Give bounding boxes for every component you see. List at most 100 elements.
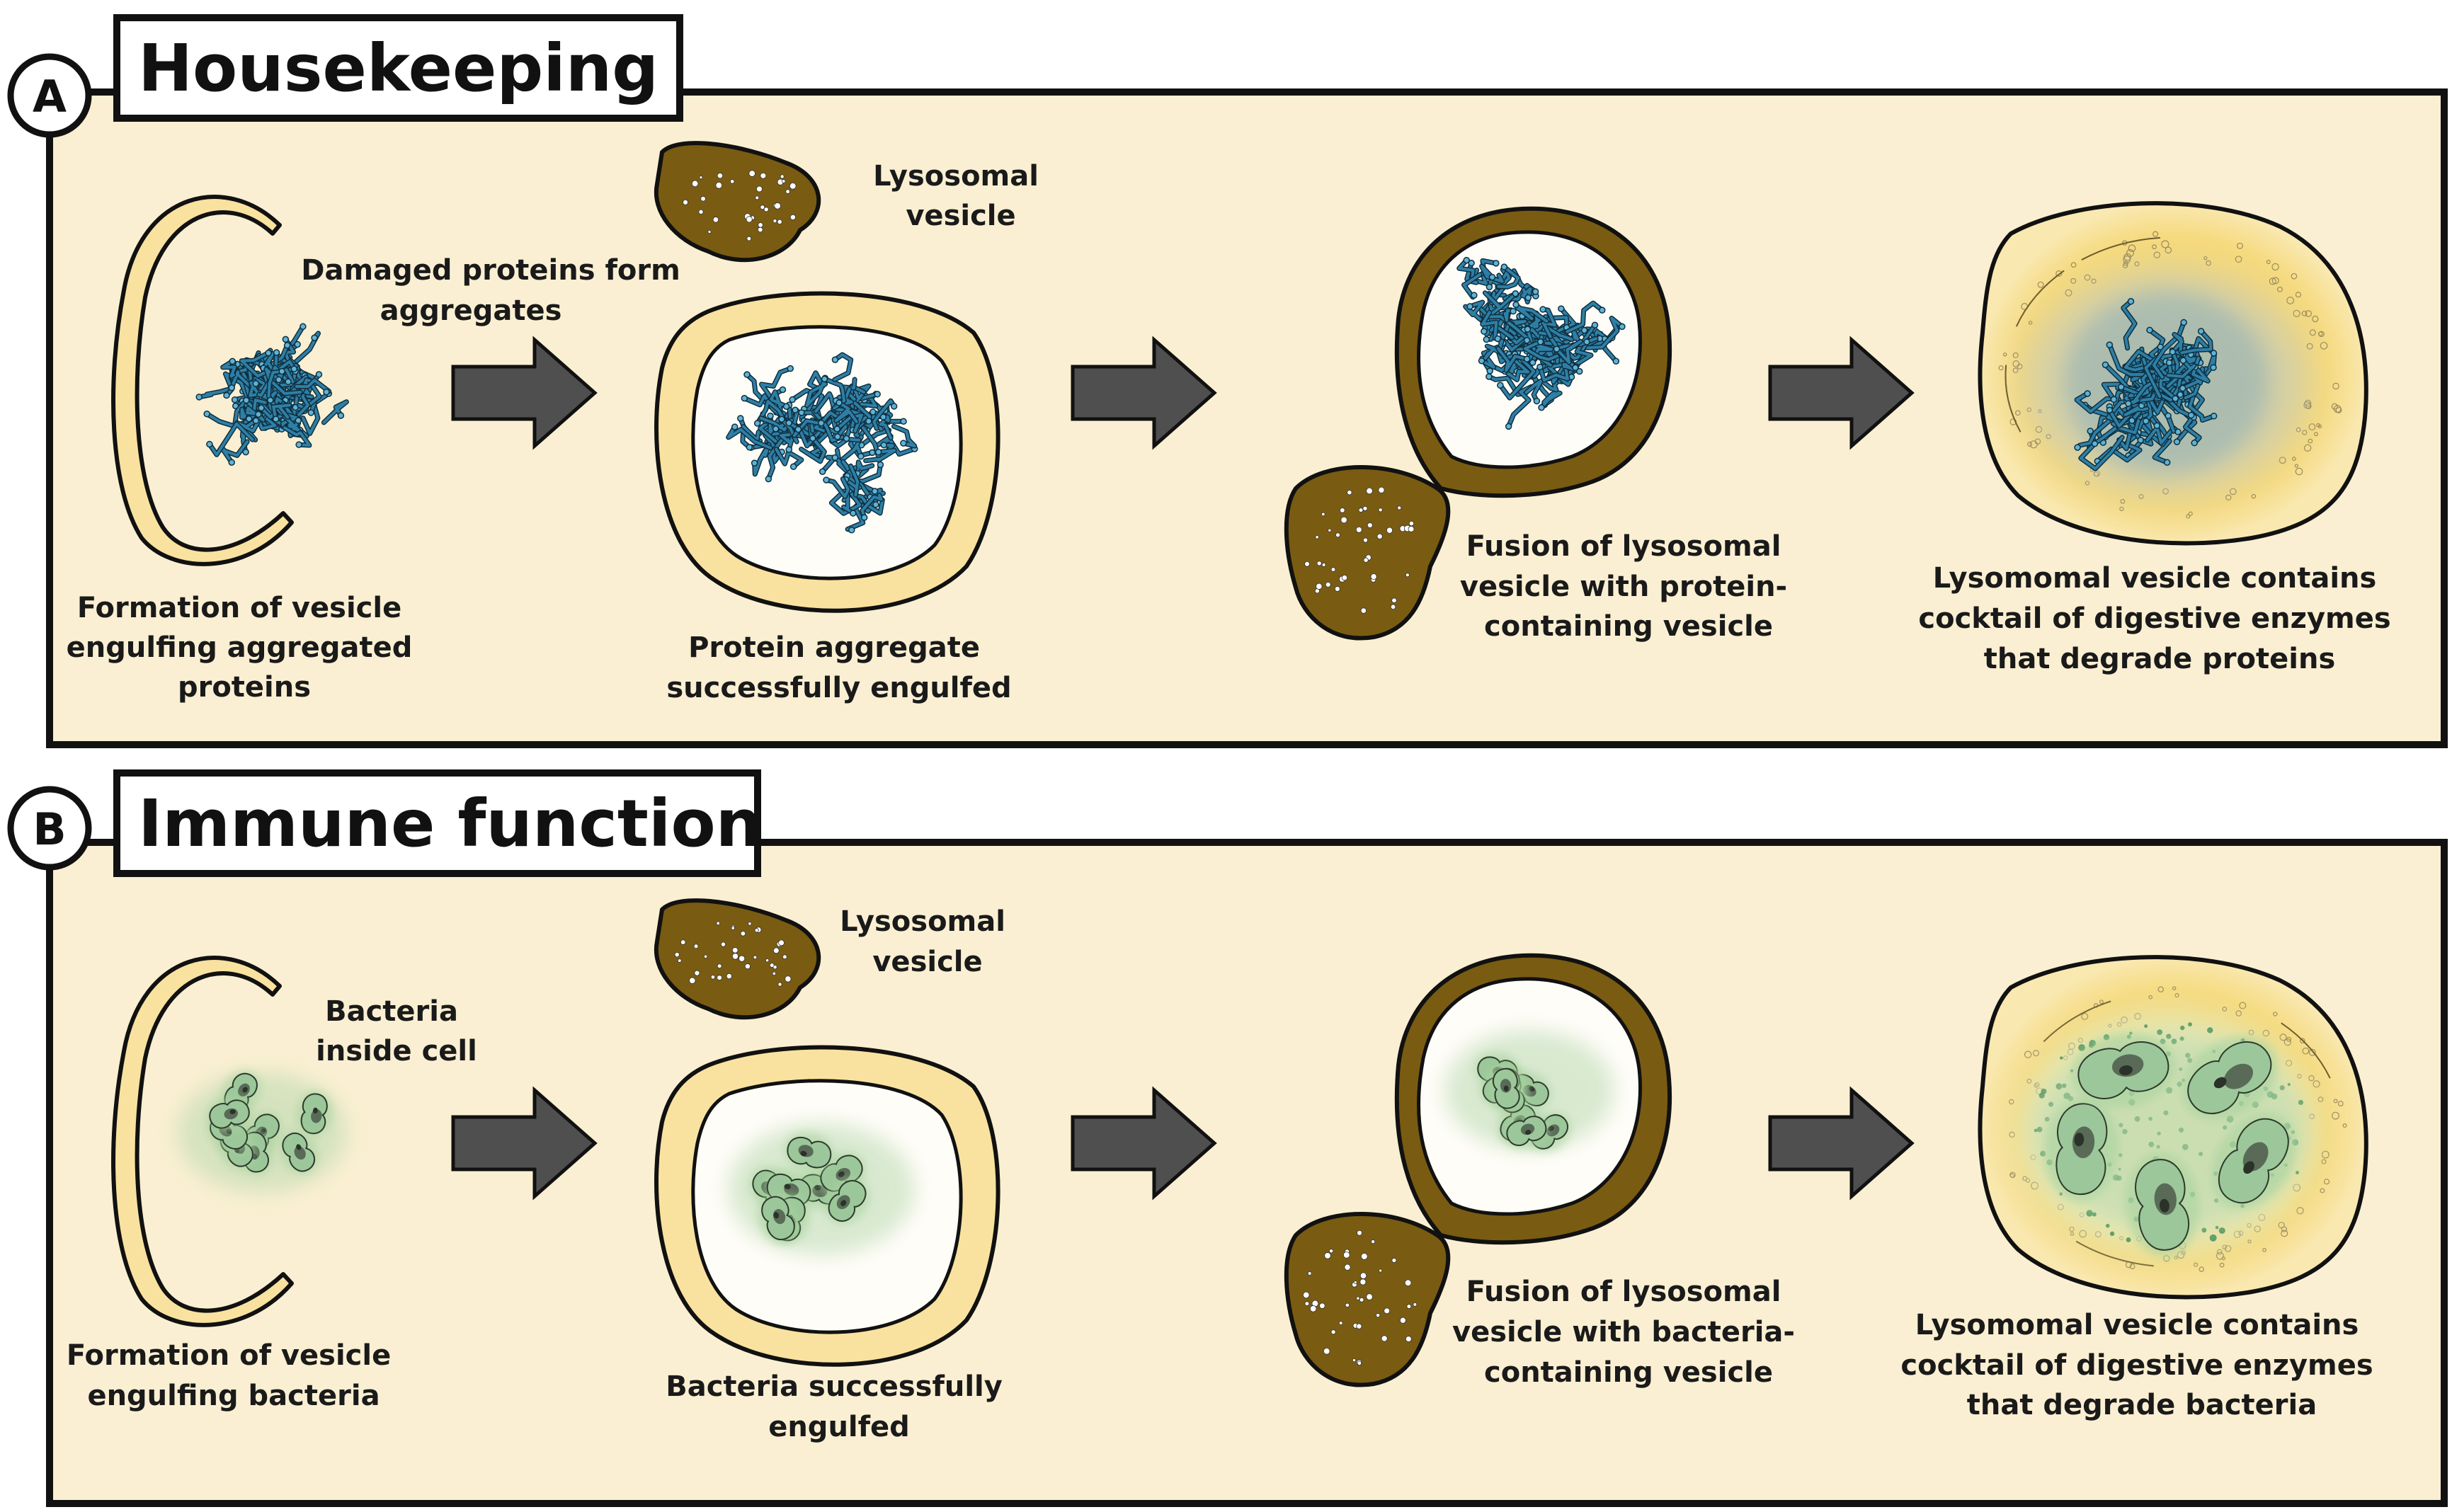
enzyme-dot xyxy=(1347,490,1352,496)
enzyme-dot xyxy=(680,939,686,945)
ring-dot xyxy=(2317,424,2322,429)
enzyme-dot xyxy=(1399,1317,1406,1324)
enzyme-dot xyxy=(1384,1307,1391,1315)
ring-dot xyxy=(2085,481,2090,486)
ring-dot xyxy=(2335,407,2342,413)
label-lysosome: Lysosomal vesicle xyxy=(873,160,1049,232)
enzyme-dot xyxy=(1325,581,1331,588)
enzyme-dot xyxy=(1353,1281,1357,1284)
ring-dot xyxy=(2281,1230,2288,1237)
protein-aggregate xyxy=(804,352,881,440)
ring-dot xyxy=(2271,263,2279,271)
ring-dot xyxy=(2009,1173,2014,1178)
ring-dot xyxy=(2070,262,2077,268)
ring-dot xyxy=(2332,1111,2339,1120)
panel-b-title: Immune function xyxy=(138,786,762,861)
ring-dot xyxy=(2313,1080,2320,1088)
enzyme-dot xyxy=(710,975,716,980)
step-arrow xyxy=(451,336,598,450)
ring-dot xyxy=(2306,343,2313,350)
enzyme-dot xyxy=(755,185,763,193)
ring-dot xyxy=(2277,286,2283,292)
bacterium xyxy=(2211,1113,2296,1209)
enzyme-dot xyxy=(1359,1278,1367,1285)
enzyme-dot xyxy=(772,971,777,976)
ring-dot xyxy=(2199,1266,2205,1272)
ring-dot xyxy=(2273,1012,2278,1016)
enzyme-dot xyxy=(2180,1025,2185,1031)
enzyme-dot xyxy=(2086,1210,2093,1217)
enzyme-dot xyxy=(2038,1092,2045,1099)
ring-dot xyxy=(2320,1188,2325,1193)
ring-dot xyxy=(2235,1010,2242,1016)
ring-dot xyxy=(2069,1226,2075,1232)
ring-dot xyxy=(2321,1150,2330,1159)
enzyme-dot xyxy=(1358,508,1364,512)
membrane-line xyxy=(2015,270,2065,327)
enzyme-dots xyxy=(674,921,792,987)
enzyme-dot xyxy=(717,975,723,981)
label-event: Damaged proteins form aggregates xyxy=(301,254,690,327)
ring-dot xyxy=(2122,263,2128,268)
enzyme-dot xyxy=(763,207,769,212)
enzyme-dot xyxy=(2126,1237,2131,1242)
engulfed-protein-aggregate xyxy=(726,352,918,534)
step-arrow xyxy=(1768,336,1915,450)
label-formation: Formation of vesicle engulfing bacteria xyxy=(67,1339,401,1412)
ring-dot xyxy=(2292,457,2296,461)
ring-dot xyxy=(2134,261,2140,267)
enzyme-dot xyxy=(2207,1027,2213,1033)
enzyme-dot xyxy=(780,174,785,179)
ring-dot xyxy=(2152,231,2159,237)
ring-dot xyxy=(2012,352,2019,358)
bacterium xyxy=(2125,1152,2200,1257)
ring-dot xyxy=(2308,1075,2315,1082)
enzyme-dot xyxy=(789,214,796,220)
enzyme-dot xyxy=(1335,532,1340,538)
enzyme-dot xyxy=(753,955,758,960)
ring-dot xyxy=(2126,248,2135,257)
ring-dot xyxy=(2017,363,2023,370)
enzyme-dot xyxy=(782,954,787,960)
enzyme-dot xyxy=(2218,1227,2225,1235)
ring-dot xyxy=(2119,506,2124,512)
ring-dot xyxy=(2152,244,2157,250)
panel-b-letter: B xyxy=(33,803,66,855)
enzyme-dot xyxy=(774,202,781,210)
enzyme-dot xyxy=(2060,1056,2063,1060)
enzyme-dot xyxy=(678,958,682,963)
fusion-bacteria xyxy=(1444,1030,1614,1152)
ring-dot xyxy=(2034,438,2041,445)
enzyme-dot xyxy=(789,182,797,190)
forming-vesicle-membrane xyxy=(111,195,294,566)
enzyme-dot xyxy=(683,199,689,205)
membrane-line xyxy=(2043,1000,2111,1043)
enzyme-dot xyxy=(2157,1029,2163,1036)
ring-dot xyxy=(2342,1123,2347,1128)
protein-aggregate xyxy=(203,396,312,466)
ring-dot xyxy=(2157,986,2165,992)
enzyme-dot xyxy=(772,947,780,954)
enzyme-dot xyxy=(758,222,763,228)
enzyme-dot xyxy=(755,195,760,200)
enzyme-dot xyxy=(1340,508,1345,513)
ring-dot xyxy=(2012,367,2019,374)
ring-dot xyxy=(2305,403,2312,410)
label-event: Bacteria inside cell xyxy=(316,995,477,1067)
ring-dot xyxy=(2153,251,2161,258)
enzyme-dot xyxy=(1362,537,1368,543)
enzyme-dot xyxy=(1356,1323,1362,1329)
ring-dot xyxy=(2123,260,2128,266)
enzyme-dot xyxy=(1405,573,1410,578)
enzyme-dot xyxy=(1371,1239,1376,1244)
ring-dot xyxy=(2295,292,2302,298)
lysosomal-vesicle xyxy=(654,141,821,263)
bacterium xyxy=(1488,1065,1525,1111)
enzyme-dot xyxy=(1359,1272,1367,1279)
protein-aggregate xyxy=(1512,300,1606,387)
ring-dot xyxy=(2027,442,2032,447)
engulfed-bacteria xyxy=(728,1123,915,1256)
enzyme-dot xyxy=(1378,508,1383,512)
enzyme-dot xyxy=(739,955,746,962)
